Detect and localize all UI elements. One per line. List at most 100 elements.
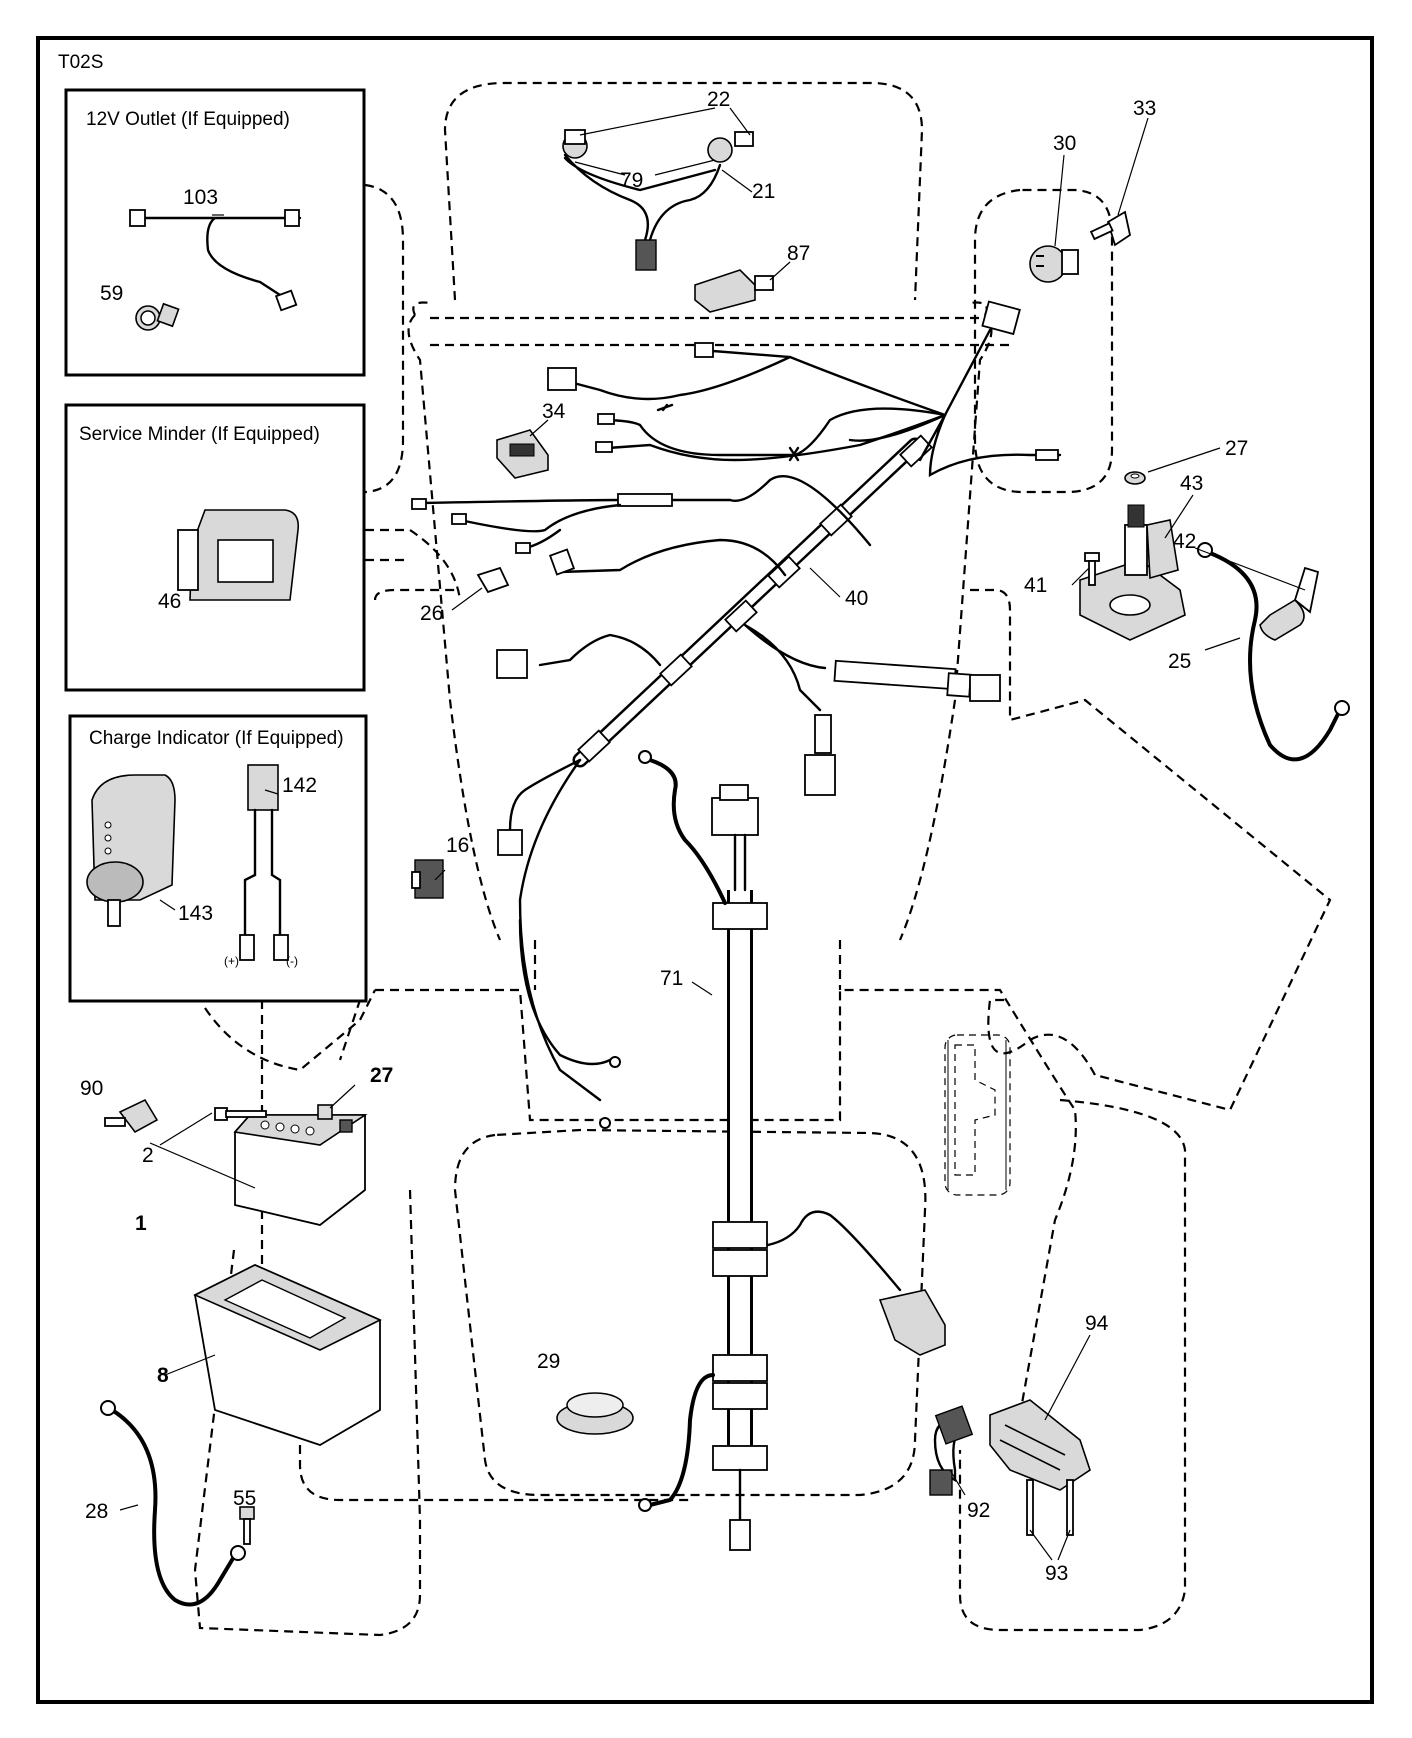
part-26-fuse xyxy=(476,566,510,594)
callout-26: 26 xyxy=(420,602,443,625)
part-2-bolt xyxy=(214,1107,267,1121)
bolt-2-shank xyxy=(225,1110,267,1118)
charge-indicator-stem xyxy=(107,899,121,927)
battery-cell-cap-1 xyxy=(260,1120,270,1130)
harness-71-ground-eye xyxy=(638,750,652,764)
part-16-relay xyxy=(411,859,444,899)
leader-8 xyxy=(164,1354,216,1376)
charge-led-1 xyxy=(104,821,112,829)
headlight-plug xyxy=(635,239,657,271)
outlet-harness xyxy=(133,216,302,297)
bolt-41-head xyxy=(1084,552,1100,562)
callout-46: 46 xyxy=(158,590,181,613)
ignition-switch-body xyxy=(1029,245,1067,283)
harness-71-lower-eye xyxy=(638,1498,652,1512)
harness-71-connector-cap xyxy=(719,784,749,801)
inset-outlet: 12V Outlet (If Equipped) xyxy=(64,88,366,377)
charge-minus-label: (-) xyxy=(286,954,298,968)
right-harness-clip xyxy=(946,672,972,698)
right-fender-upper xyxy=(973,188,1114,494)
leader-21 xyxy=(721,169,753,193)
seat-terminal-a xyxy=(597,413,615,425)
hood-sides xyxy=(407,314,993,941)
pto-connector xyxy=(548,548,576,576)
leader-71 xyxy=(691,981,713,996)
callout-2: 2 xyxy=(142,1144,154,1167)
harness-71-clip-3 xyxy=(712,1249,768,1277)
leader-26 xyxy=(451,587,483,611)
leader-28 xyxy=(119,1504,139,1511)
tray-inner xyxy=(223,1279,347,1339)
ignition-plug xyxy=(981,300,1021,336)
callout-93: 93 xyxy=(1045,1562,1068,1585)
solenoid-post xyxy=(1124,524,1148,576)
harness-71-clip-1 xyxy=(712,902,768,930)
charge-terminal-positive xyxy=(239,934,255,961)
part-34-switch xyxy=(496,429,549,479)
main-harness xyxy=(411,300,1062,1129)
leader-40 xyxy=(809,567,841,598)
part-55-bolt xyxy=(239,1506,255,1545)
inline-fuse-holder xyxy=(617,493,673,507)
harness-clip-3 xyxy=(724,599,758,633)
battery-terminal xyxy=(339,1119,353,1133)
outlet-connector-right xyxy=(284,209,300,227)
branch-upper-left xyxy=(560,348,947,417)
solenoid-base-hole xyxy=(1109,594,1151,616)
callout-143: 143 xyxy=(178,902,213,925)
leader-1 xyxy=(149,1142,256,1189)
headlight-wires xyxy=(563,153,722,242)
part-41-bolt xyxy=(1084,552,1100,586)
key-blade xyxy=(1089,222,1114,241)
headlight-right-bulb xyxy=(734,131,754,147)
module-94-ribs xyxy=(999,1424,1066,1471)
part-43-solenoid xyxy=(1079,504,1186,641)
cable-28 xyxy=(110,1408,237,1607)
branch-left-mid xyxy=(538,633,662,667)
right-ring-terminal xyxy=(1035,449,1059,461)
cable-25 xyxy=(1208,551,1342,762)
callout-16: 16 xyxy=(446,834,469,857)
leader-27-battery xyxy=(329,1084,356,1109)
splice-a xyxy=(656,403,674,412)
leader-34 xyxy=(529,419,549,437)
module-94-body xyxy=(989,1399,1091,1491)
boot-42-body xyxy=(1259,598,1305,641)
ground-eyelet-a xyxy=(599,1117,611,1129)
harness-71-branch-seat xyxy=(766,1210,902,1292)
left-front-curve xyxy=(204,989,376,1072)
splice-b xyxy=(788,446,800,462)
charge-plus-label: (+) xyxy=(224,954,239,968)
left-ring-terminal-b xyxy=(451,513,467,525)
service-minder-clip xyxy=(177,529,199,591)
harness-71-lower-lead xyxy=(648,1373,715,1507)
part-27-nut-battery xyxy=(317,1104,333,1120)
charge-led-3 xyxy=(104,847,112,855)
callout-142: 142 xyxy=(282,774,317,797)
branch-seat-switch-2 xyxy=(606,413,947,462)
leader-142 xyxy=(264,789,279,795)
connector-90-pin xyxy=(104,1117,126,1127)
battery-cell-cap-3 xyxy=(290,1124,300,1134)
ground-connector-stem xyxy=(814,714,832,754)
callout-22: 22 xyxy=(707,88,730,111)
plug-29-top xyxy=(566,1392,624,1418)
shift-gate-rails xyxy=(947,1040,1007,1190)
connector-90-body xyxy=(118,1098,159,1134)
part-92-harness xyxy=(929,1405,974,1496)
charge-harness-connector xyxy=(247,764,279,811)
upper-connector-b xyxy=(547,367,577,391)
inset-service-title: Service Minder (If Equipped) xyxy=(79,424,320,445)
switch-34-rocker xyxy=(509,443,535,457)
harness-clip-5 xyxy=(819,503,853,537)
battery-cell-cap-4 xyxy=(305,1126,315,1136)
charge-terminal-negative xyxy=(273,934,289,961)
callout-43: 43 xyxy=(1180,472,1203,495)
lower-body-joints xyxy=(533,940,842,990)
leader-92 xyxy=(949,1469,966,1496)
leader-lines xyxy=(119,107,1306,1561)
cable-28-eye-top xyxy=(100,1400,116,1416)
callout-33: 33 xyxy=(1133,97,1156,120)
